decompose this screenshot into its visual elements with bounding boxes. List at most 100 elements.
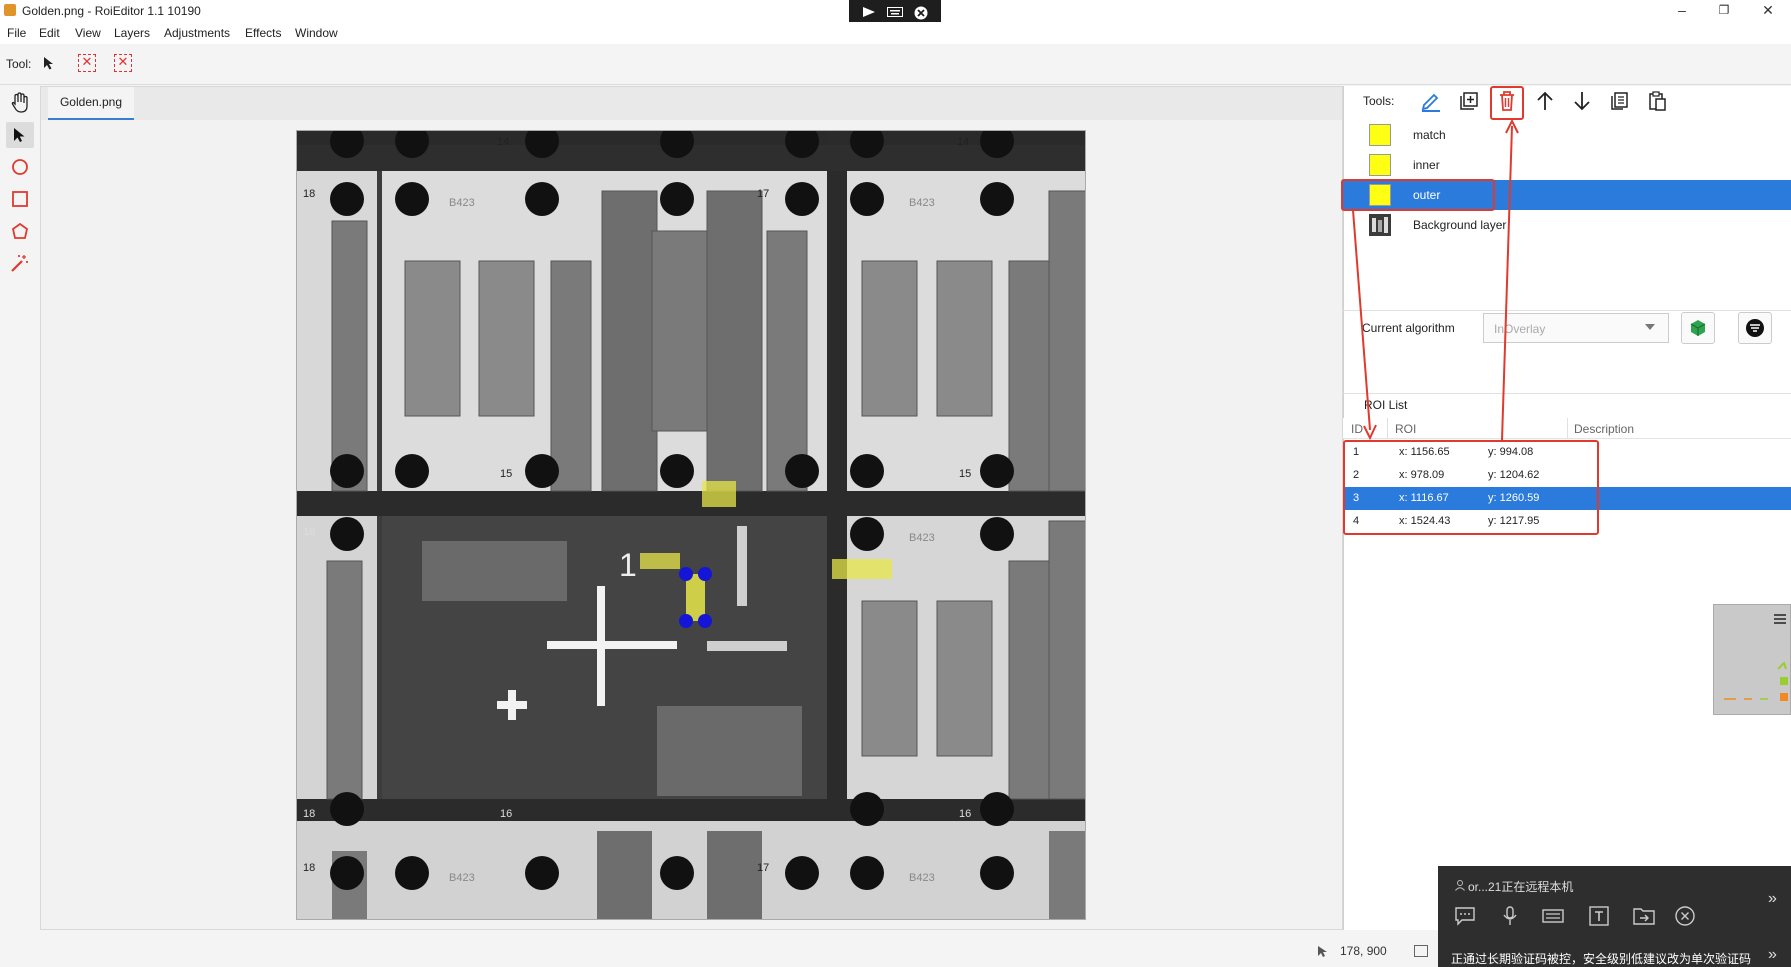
roi-y: y: 1204.62	[1488, 469, 1540, 481]
copy-icon[interactable]	[1606, 88, 1632, 114]
layer-item-outer[interactable]: outer	[1343, 180, 1791, 210]
ellipse-tool-icon[interactable]	[6, 154, 34, 180]
col-id[interactable]: ID	[1351, 422, 1363, 436]
cell-label: 18	[303, 188, 315, 200]
keyboard-mouse-icon[interactable]	[1541, 904, 1565, 928]
move-up-icon[interactable]	[1532, 88, 1558, 114]
delete-selection-icon[interactable]: ✕	[114, 54, 132, 72]
paste-icon[interactable]	[1644, 88, 1670, 114]
add-layer-icon[interactable]	[1456, 88, 1482, 114]
roi-x: x: 1116.67	[1399, 492, 1449, 504]
roi-1[interactable]	[832, 559, 892, 579]
roi-y: y: 1217.95	[1488, 515, 1540, 527]
roi-row[interactable]: 1 x: 1156.65 y: 994.08	[1343, 441, 1791, 464]
filter-list-icon	[1746, 319, 1764, 337]
roi-row[interactable]: 4 x: 1524.43 y: 1217.95	[1343, 510, 1791, 533]
chat-icon[interactable]	[1453, 904, 1477, 928]
col-divider	[1567, 418, 1568, 438]
pan-hand-icon[interactable]	[6, 90, 34, 116]
resize-handle[interactable]	[698, 614, 712, 628]
col-roi[interactable]: ROI	[1395, 422, 1417, 436]
magic-wand-icon[interactable]	[6, 250, 34, 276]
menu-icon[interactable]	[1774, 613, 1786, 627]
cube-icon	[1690, 320, 1706, 336]
layer-item-match[interactable]: match	[1343, 120, 1791, 150]
layer-item-background[interactable]: Background layer	[1343, 210, 1791, 240]
resize-handle[interactable]	[698, 567, 712, 581]
pointer-icon[interactable]	[861, 6, 877, 20]
layer-item-inner[interactable]: inner	[1343, 150, 1791, 180]
menu-window[interactable]: Window	[295, 26, 338, 40]
roi-rows-highlight-box	[1343, 440, 1599, 535]
roi-inner[interactable]	[640, 553, 680, 569]
algorithm-select[interactable]: InOverlay	[1483, 313, 1669, 343]
roi-row[interactable]: 2 x: 978.09 y: 1204.62	[1343, 464, 1791, 487]
menu-view[interactable]: View	[75, 26, 101, 40]
file-transfer-icon[interactable]	[1632, 904, 1656, 928]
layer-name: Background layer	[1413, 218, 1507, 232]
expand-warning-button[interactable]: »	[1768, 946, 1777, 963]
delete-layer-icon[interactable]	[1494, 88, 1520, 114]
restore-button[interactable]: ❐	[1718, 3, 1730, 17]
edit-pen-icon[interactable]	[1418, 88, 1444, 114]
col-description[interactable]: Description	[1574, 422, 1635, 436]
current-tool-arrow-icon	[43, 56, 55, 73]
fiducial-number: 1	[619, 547, 637, 583]
col-divider	[1387, 418, 1388, 438]
cell-label: 14	[957, 136, 969, 148]
move-down-icon[interactable]	[1569, 88, 1595, 114]
app-icon	[4, 4, 16, 16]
background-thumbnail-icon	[1369, 214, 1391, 236]
menu-layers[interactable]: Layers	[114, 26, 151, 40]
tab-bar	[41, 87, 1342, 120]
rectangle-tool-icon[interactable]	[6, 186, 34, 212]
keyboard-icon[interactable]	[887, 6, 903, 20]
roi-id: 1	[1353, 446, 1360, 458]
end-session-icon[interactable]	[1673, 904, 1697, 928]
selection-size-icon	[1414, 945, 1428, 957]
menu-edit[interactable]: Edit	[39, 26, 60, 40]
mini-chart-icon	[1724, 661, 1788, 701]
polygon-tool-icon[interactable]	[6, 218, 34, 244]
layer-name: inner	[1413, 158, 1440, 172]
resize-handle[interactable]	[679, 567, 693, 581]
microphone-icon[interactable]	[1498, 904, 1522, 928]
cell-label: 18	[303, 808, 315, 820]
settings-button[interactable]	[1738, 312, 1772, 344]
clear-selection-icon[interactable]: ✕	[78, 54, 96, 72]
expand-panel-button[interactable]: »	[1768, 890, 1777, 907]
run-algorithm-button[interactable]	[1681, 312, 1715, 344]
status-bar	[0, 930, 1438, 967]
minimize-button[interactable]: –	[1678, 2, 1686, 18]
image-canvas[interactable]: 14 14 18 17 18 15 15 18 16 16 18 17 B423…	[296, 130, 1086, 920]
user-icon	[1454, 879, 1466, 894]
roi-y: y: 1260.59	[1488, 492, 1540, 504]
close-button[interactable]: ✕	[1762, 2, 1774, 18]
layer-swatch	[1369, 184, 1391, 206]
algorithm-label: Current algorithm	[1362, 321, 1455, 335]
floating-monitor-widget[interactable]	[1713, 604, 1791, 715]
layer-name: outer	[1413, 188, 1441, 202]
divider	[1343, 393, 1791, 394]
menu-effects[interactable]: Effects	[245, 26, 282, 40]
roi-outer-selected[interactable]	[686, 574, 705, 621]
roi-id: 4	[1353, 515, 1360, 527]
text-icon[interactable]	[1587, 904, 1611, 928]
roi-row[interactable]: 3 x: 1116.67 y: 1260.59	[1343, 487, 1791, 510]
roi-y: y: 994.08	[1488, 446, 1534, 458]
menu-file[interactable]: File	[7, 26, 27, 40]
close-session-icon[interactable]	[913, 6, 929, 20]
window-title: Golden.png - RoiEditor 1.1 10190	[22, 4, 201, 18]
select-arrow-icon[interactable]	[6, 122, 34, 148]
roi-table-header: ID ROI Description	[1343, 418, 1791, 439]
tools-label: Tools:	[1363, 94, 1395, 108]
part-label: B423	[909, 197, 935, 209]
remote-user-label: or...21正在远程本机	[1468, 880, 1574, 894]
cell-label: 16	[500, 808, 512, 820]
cell-label: 18	[303, 862, 315, 874]
roi-match[interactable]	[702, 481, 736, 507]
roi-list-title: ROI List	[1364, 398, 1408, 412]
resize-handle[interactable]	[679, 614, 693, 628]
menu-adjustments[interactable]: Adjustments	[164, 26, 231, 40]
tab-golden-png[interactable]: Golden.png	[48, 87, 134, 120]
